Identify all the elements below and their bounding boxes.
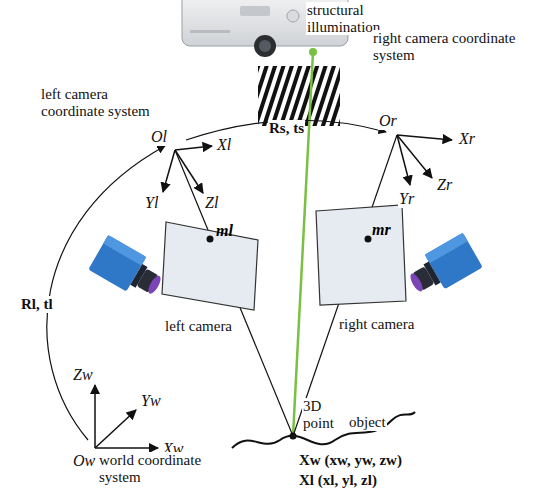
axis-label: Zw (72, 366, 94, 384)
projector-center (309, 48, 317, 56)
plane-shape (312, 203, 408, 307)
point-label: 3D point (302, 398, 348, 431)
camera-label: left camera (164, 318, 233, 335)
plane-shape (160, 218, 260, 314)
left-axes (163, 146, 212, 193)
axis-label: Or (378, 112, 398, 130)
3d-point (290, 433, 297, 440)
system-label: left camera coordinate system (40, 86, 167, 119)
axis-label: Ol (150, 128, 168, 146)
axis-label: Yr (398, 190, 415, 208)
transform-arc (47, 146, 165, 440)
axis-label: Xl (216, 136, 232, 154)
coordinate-label: Xw (xw, yw, zw) (298, 452, 403, 469)
transform-label: Rs, ts (268, 120, 305, 137)
system-label: right camera coordinate system (372, 30, 524, 63)
coordinate-label: Xl (xl, yl, zl) (298, 472, 378, 489)
axis-label: Zl (204, 194, 219, 212)
axis-label: Zr (436, 176, 453, 194)
camera-symbol (403, 233, 483, 302)
image-point-label: ml (216, 222, 233, 240)
axis-label: Xr (458, 130, 476, 148)
camera-label: right camera (338, 316, 415, 333)
axis-label: Yl (144, 194, 159, 212)
projection-ray (293, 52, 313, 436)
axis-label: Yw (140, 392, 162, 410)
image-plane: mr (312, 203, 408, 307)
camera-symbol (88, 235, 168, 304)
object-label: object (348, 414, 387, 431)
image-point-label: mr (372, 221, 391, 239)
system-label: world coordinate system (98, 452, 225, 485)
axis-label: Ow (72, 452, 96, 470)
transform-label: Rl, tl (20, 296, 54, 313)
fringe-pattern (258, 66, 340, 126)
image-plane: ml (160, 218, 260, 314)
